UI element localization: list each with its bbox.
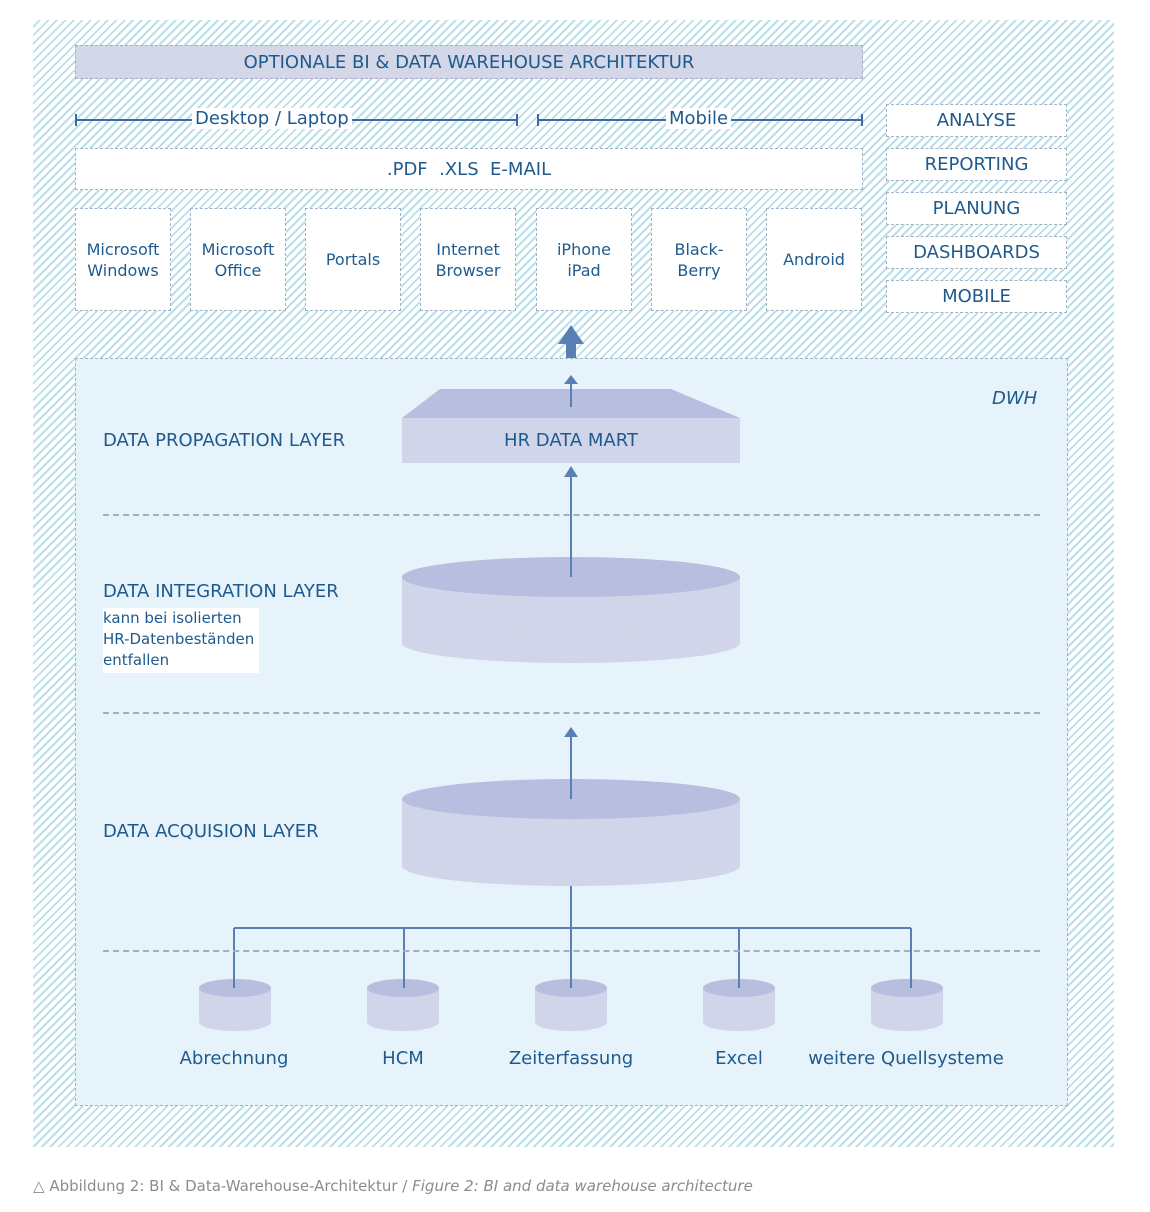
function-label: REPORTING xyxy=(924,154,1029,175)
client-label-line1: Portals xyxy=(325,250,381,269)
mart-up-arrow-icon xyxy=(564,375,578,384)
mobile-span-tick-right xyxy=(861,114,863,126)
output-formats-bar: .PDF .XLS E-MAIL xyxy=(75,148,863,190)
function-box-mobile: MOBILE xyxy=(886,280,1067,313)
dwh-label: DWH xyxy=(992,388,1038,409)
client-label-line1: Internet xyxy=(436,239,500,259)
source-label-zeiterfassung: Zeiterfassung xyxy=(508,1048,634,1069)
main-output-arrow-icon xyxy=(558,325,584,358)
client-label-line1: Microsoft xyxy=(86,239,160,259)
layer-separator xyxy=(103,950,1040,952)
mobile-span-tick-left xyxy=(537,114,539,126)
client-label-line2: Windows xyxy=(87,260,159,280)
client-label-line1: Black- xyxy=(674,239,724,259)
diagram-title: OPTIONALE BI & DATA WAREHOUSE ARCHITEKTU… xyxy=(75,45,863,79)
acquisition-up-arrow-icon xyxy=(564,727,578,737)
output-formats-label: .PDF .XLS E-MAIL xyxy=(386,158,552,180)
source-label-excel: Excel xyxy=(715,1048,763,1069)
source-cylinder-weitere xyxy=(871,928,943,1031)
source-cylinder-abrechnung xyxy=(199,928,271,1031)
function-label: PLANUNG xyxy=(932,198,1021,219)
client-box-portals: Portals xyxy=(305,208,401,311)
function-box-dashboards: DASHBOARDS xyxy=(886,236,1067,269)
caption-english: Figure 2: BI and data warehouse architec… xyxy=(412,1177,753,1195)
source-cylinder-hcm xyxy=(367,928,439,1031)
acquisition-layer-label: DATA ACQUISION LAYER xyxy=(103,821,319,842)
source-label-hcm: HCM xyxy=(382,1048,424,1069)
function-label: DASHBOARDS xyxy=(913,242,1040,263)
source-label-abrechnung: Abrechnung xyxy=(179,1048,289,1069)
propagation-layer-label: DATA PROPAGATION LAYER xyxy=(103,430,346,451)
source-cylinder-zeiterfassung xyxy=(535,928,607,1031)
client-label-line2: Berry xyxy=(677,260,721,280)
source-label-weitere: weitere Quellsysteme xyxy=(808,1048,1004,1069)
client-label-line1: Android xyxy=(783,250,845,269)
function-box-analyse: ANALYSE xyxy=(886,104,1067,137)
mobile-label: Mobile xyxy=(666,108,732,129)
client-label-line1: Microsoft xyxy=(201,239,275,259)
integration-layer-label: DATA INTEGRATION LAYER xyxy=(103,581,339,602)
caption-german: Abbildung 2: BI & Data-Warehouse-Archite… xyxy=(49,1177,413,1195)
source-cylinder-excel xyxy=(703,928,775,1031)
desktop-span-tick-right xyxy=(516,114,518,126)
function-label: ANALYSE xyxy=(936,110,1017,131)
data-mart-body xyxy=(402,418,740,463)
function-box-planung: PLANUNG xyxy=(886,192,1067,225)
acquisition-cylinder-bottom xyxy=(402,846,740,886)
hr-data-mart-label: HR DATA MART xyxy=(504,430,638,451)
function-box-reporting: REPORTING xyxy=(886,148,1067,181)
client-label-line2: Browser xyxy=(435,260,501,280)
client-label-line2: iPad xyxy=(567,260,601,280)
desktop-span-tick-left xyxy=(75,114,77,126)
layer-separator xyxy=(103,514,1040,516)
client-label-line2: Office xyxy=(214,260,262,280)
function-label: MOBILE xyxy=(942,286,1011,307)
integration-up-arrow-icon xyxy=(564,466,578,477)
client-label-line1: iPhone xyxy=(556,239,611,259)
desktop-laptop-label: Desktop / Laptop xyxy=(192,108,352,129)
integration-cylinder-bottom xyxy=(402,623,740,663)
client-box-android: Android xyxy=(766,208,862,311)
triangle-outline-icon: △ xyxy=(33,1177,45,1195)
layer-separator xyxy=(103,712,1040,714)
integration-layer-note: kann bei isolierten HR-Datenbeständen en… xyxy=(103,608,259,673)
client-box-blackberry: Black-Berry xyxy=(651,208,747,311)
figure-caption: △ Abbildung 2: BI & Data-Warehouse-Archi… xyxy=(33,1177,753,1195)
